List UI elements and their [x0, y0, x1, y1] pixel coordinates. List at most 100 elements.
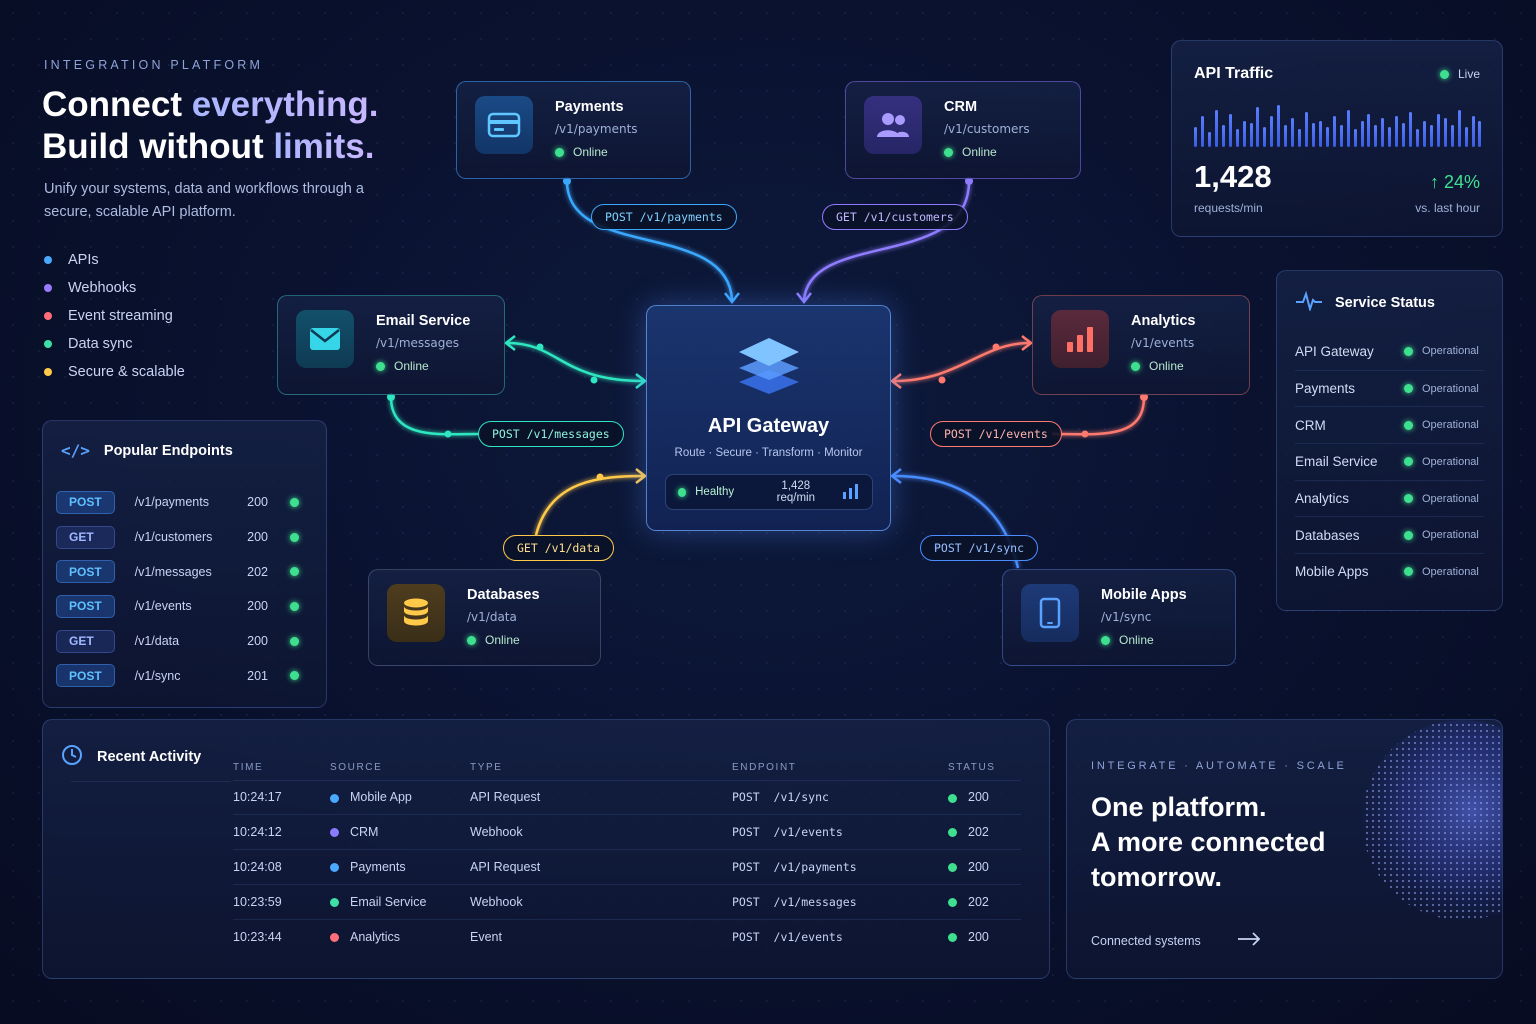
hero-title: Connect everything. Build without limits…	[42, 85, 379, 166]
traffic-title: API Traffic	[1194, 65, 1274, 82]
activity-header: Recent Activity	[61, 744, 201, 770]
traffic-bar	[1422, 121, 1426, 147]
status-dot	[1404, 420, 1413, 430]
gateway-status: Healthy	[695, 486, 735, 498]
table-row[interactable]: 10:24:08 Payments API Request POST /v1/p…	[233, 849, 1021, 885]
activity-table: TIME SOURCE TYPE ENDPOINT STATUS 10:24:1…	[233, 756, 1021, 954]
node-email-service[interactable]: Email Service /v1/messages Online	[277, 295, 505, 395]
node-databases[interactable]: Databases /v1/data Online	[368, 569, 601, 666]
credit-card-icon	[475, 96, 533, 154]
column-header: TIME	[233, 762, 264, 774]
gateway-health-bar: Healthy 1,428 req/min	[664, 474, 873, 510]
status-dot	[376, 361, 385, 371]
users-icon	[864, 96, 922, 154]
node-status: Online	[376, 359, 470, 373]
traffic-change: ↑ 24%	[1429, 172, 1480, 192]
line-payments	[565, 180, 734, 301]
endpoint-code: 200	[247, 599, 269, 614]
line-databases	[534, 474, 645, 536]
traffic-bar	[1360, 121, 1364, 147]
traffic-bar	[1291, 118, 1295, 147]
traffic-bar	[1346, 110, 1350, 147]
source-dot	[330, 933, 339, 943]
route-pill-email: POST /v1/messages	[478, 421, 624, 447]
traffic-bar	[1367, 114, 1371, 147]
status-dot	[290, 497, 299, 507]
endpoint-code: 200	[247, 530, 269, 545]
traffic-bar	[1277, 105, 1281, 147]
traffic-bar	[1270, 116, 1274, 147]
traffic-bar	[1457, 110, 1461, 147]
status-dot	[1131, 361, 1140, 371]
line-analytics-top	[892, 341, 1031, 383]
column-header: STATUS	[948, 762, 996, 774]
node-payments[interactable]: Payments /v1/payments Online	[456, 81, 691, 179]
line-email-bottom	[389, 396, 479, 436]
service-status-header: Service Status	[1295, 290, 1435, 315]
status-dot	[948, 933, 957, 943]
status-dot	[1404, 457, 1413, 467]
node-path: /v1/data	[467, 610, 517, 624]
table-row[interactable]: 10:23:44 Analytics Event POST /v1/events…	[233, 918, 1021, 954]
traffic-bar	[1298, 129, 1302, 147]
layers-icon	[647, 332, 890, 403]
traffic-bar	[1388, 127, 1392, 147]
route-pill-analytics: POST /v1/events	[930, 421, 1062, 447]
route-pill-payments: POST /v1/payments	[591, 204, 737, 230]
endpoint-path: /v1/sync	[134, 668, 181, 683]
endpoints-header: </> Popular Endpoints	[61, 441, 233, 460]
node-analytics[interactable]: Analytics /v1/events Online	[1032, 295, 1250, 395]
feature-dot	[44, 312, 52, 320]
status-dot	[1439, 69, 1449, 79]
column-header: SOURCE	[330, 762, 383, 774]
feature-dot	[44, 340, 52, 348]
arrow-right-icon	[1237, 932, 1261, 949]
traffic-value: 1,428	[1194, 159, 1272, 194]
traffic-bar	[1332, 116, 1336, 147]
endpoint-path: /v1/payments	[134, 495, 209, 510]
node-crm[interactable]: CRM /v1/customers Online	[845, 81, 1081, 179]
method-badge: POST	[56, 560, 115, 584]
globe-graphic	[1362, 720, 1502, 920]
status-dot	[290, 532, 299, 542]
table-row[interactable]: 10:23:59 Email Service Webhook POST /v1/…	[233, 883, 1021, 920]
source-dot	[330, 863, 339, 873]
node-title: Email Service	[376, 313, 471, 329]
table-row[interactable]: 10:24:12 CRM Webhook POST /v1/events 202	[233, 814, 1021, 850]
clock-icon	[61, 744, 83, 770]
feature-item: Event streaming	[44, 302, 185, 330]
feature-dot	[44, 256, 52, 264]
node-path: /v1/customers	[944, 122, 1030, 136]
column-header: TYPE	[470, 762, 503, 774]
node-title: Mobile Apps	[1101, 587, 1187, 603]
traffic-bar	[1311, 123, 1315, 147]
database-icon	[387, 584, 445, 642]
traffic-bar	[1409, 112, 1413, 147]
connected-systems-link[interactable]: Connected systems	[1091, 932, 1261, 949]
table-row[interactable]: 10:24:17 Mobile App API Request POST /v1…	[233, 779, 1021, 815]
method-badge: POST	[56, 664, 115, 688]
hero-eyebrow: INTEGRATION PLATFORM	[44, 58, 264, 72]
live-indicator: Live	[1439, 67, 1480, 81]
traffic-sparkline	[1194, 103, 1482, 147]
node-mobile-apps[interactable]: Mobile Apps /v1/sync Online	[1002, 569, 1236, 666]
promo-title: One platform. A more connected tomorrow.	[1091, 792, 1326, 892]
status-dot	[948, 863, 957, 873]
gateway-subtitle: Route · Secure · Transform · Monitor	[674, 447, 863, 459]
traffic-bar	[1256, 107, 1260, 147]
source-dot	[330, 828, 339, 838]
api-gateway-card[interactable]: API Gateway Route · Secure · Transform ·…	[646, 305, 891, 531]
route-pill-mobile: POST /v1/sync	[920, 535, 1039, 561]
status-dot	[1404, 567, 1413, 577]
